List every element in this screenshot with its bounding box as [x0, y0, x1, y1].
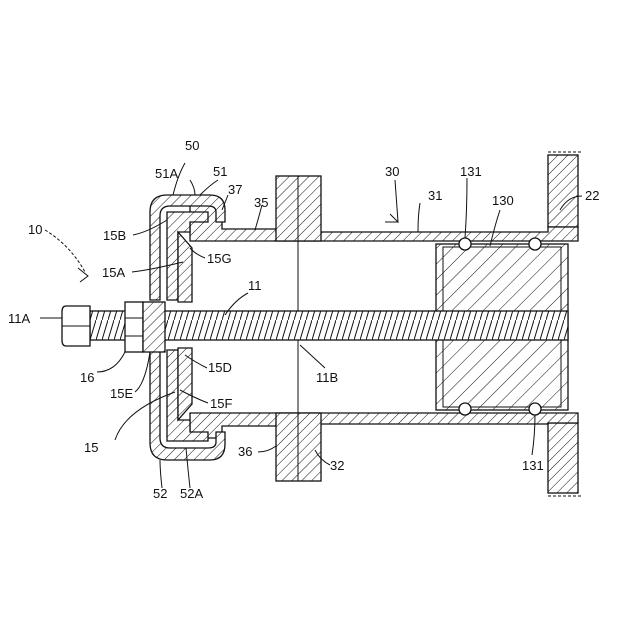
label-50: 50 [185, 138, 199, 153]
label-15D: 15D [208, 360, 232, 375]
label-15: 15 [84, 440, 98, 455]
label-37: 37 [228, 182, 242, 197]
label-15B: 15B [103, 228, 126, 243]
label-16: 16 [80, 370, 94, 385]
label-130: 130 [492, 193, 514, 208]
label-131-bottom: 131 [522, 458, 544, 473]
label-15G: 15G [207, 251, 232, 266]
label-11B: 11B [316, 370, 338, 385]
label-15E: 15E [110, 386, 133, 401]
label-32: 32 [330, 458, 344, 473]
label-22: 22 [585, 188, 599, 203]
label-11A: 11A [8, 311, 30, 326]
label-131-top: 131 [460, 164, 482, 179]
label-11: 11 [248, 278, 262, 293]
label-51A: 51A [155, 166, 178, 181]
label-51: 51 [213, 164, 227, 179]
nut-16 [125, 302, 165, 352]
label-15A: 15A [102, 265, 125, 280]
label-10: 10 [28, 222, 42, 237]
label-30: 30 [385, 164, 399, 179]
label-52A: 52A [180, 486, 203, 501]
label-52: 52 [153, 486, 167, 501]
label-31: 31 [428, 188, 442, 203]
label-35: 35 [254, 195, 268, 210]
label-15F: 15F [210, 396, 232, 411]
label-36: 36 [238, 444, 252, 459]
